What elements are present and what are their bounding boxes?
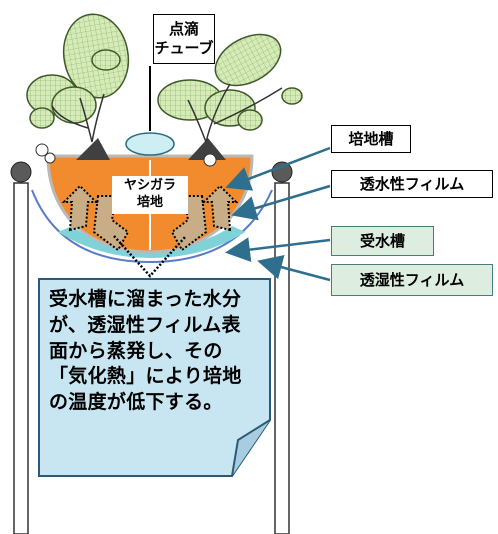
medium-tank-label: 培地槽 [331,125,411,153]
outer-bowl-curve [31,189,273,264]
leaf [237,109,263,131]
drip-tube-label: 点滴 チューブ [153,14,215,64]
right-plant-base [188,138,226,160]
flower [35,143,49,157]
moisture-film-label: 透湿性フィルム [331,264,493,296]
flower [44,152,56,164]
leaf [281,87,303,105]
water-tank-label: 受水槽 [331,226,434,256]
permeable-film-label: 透水性フィルム [331,170,493,198]
right-up-arrow [201,184,239,232]
note-fold [231,419,271,477]
drip-tube-ellipse [125,132,175,156]
explanation-note: 受水槽に溜まった水分が、透湿性フィルム表面から蒸発し、その「気化熱」により培地の… [49,288,242,414]
leaf [51,86,97,124]
bottom-flow-arrow [113,235,187,278]
coconut-medium-label: ヤシガラ 培地 [112,176,188,214]
left-pole-cap [10,161,32,183]
left-plant-base [76,138,110,160]
left-flow-arrow [92,195,130,252]
right-pole [274,182,290,534]
leaf [91,49,121,71]
left-pole [13,182,29,534]
right-flow-arrow [170,195,208,252]
left-up-arrow [61,184,99,232]
leaf [29,107,55,129]
water-reservoir [58,226,245,258]
leaf [214,33,282,87]
flower [203,153,217,167]
